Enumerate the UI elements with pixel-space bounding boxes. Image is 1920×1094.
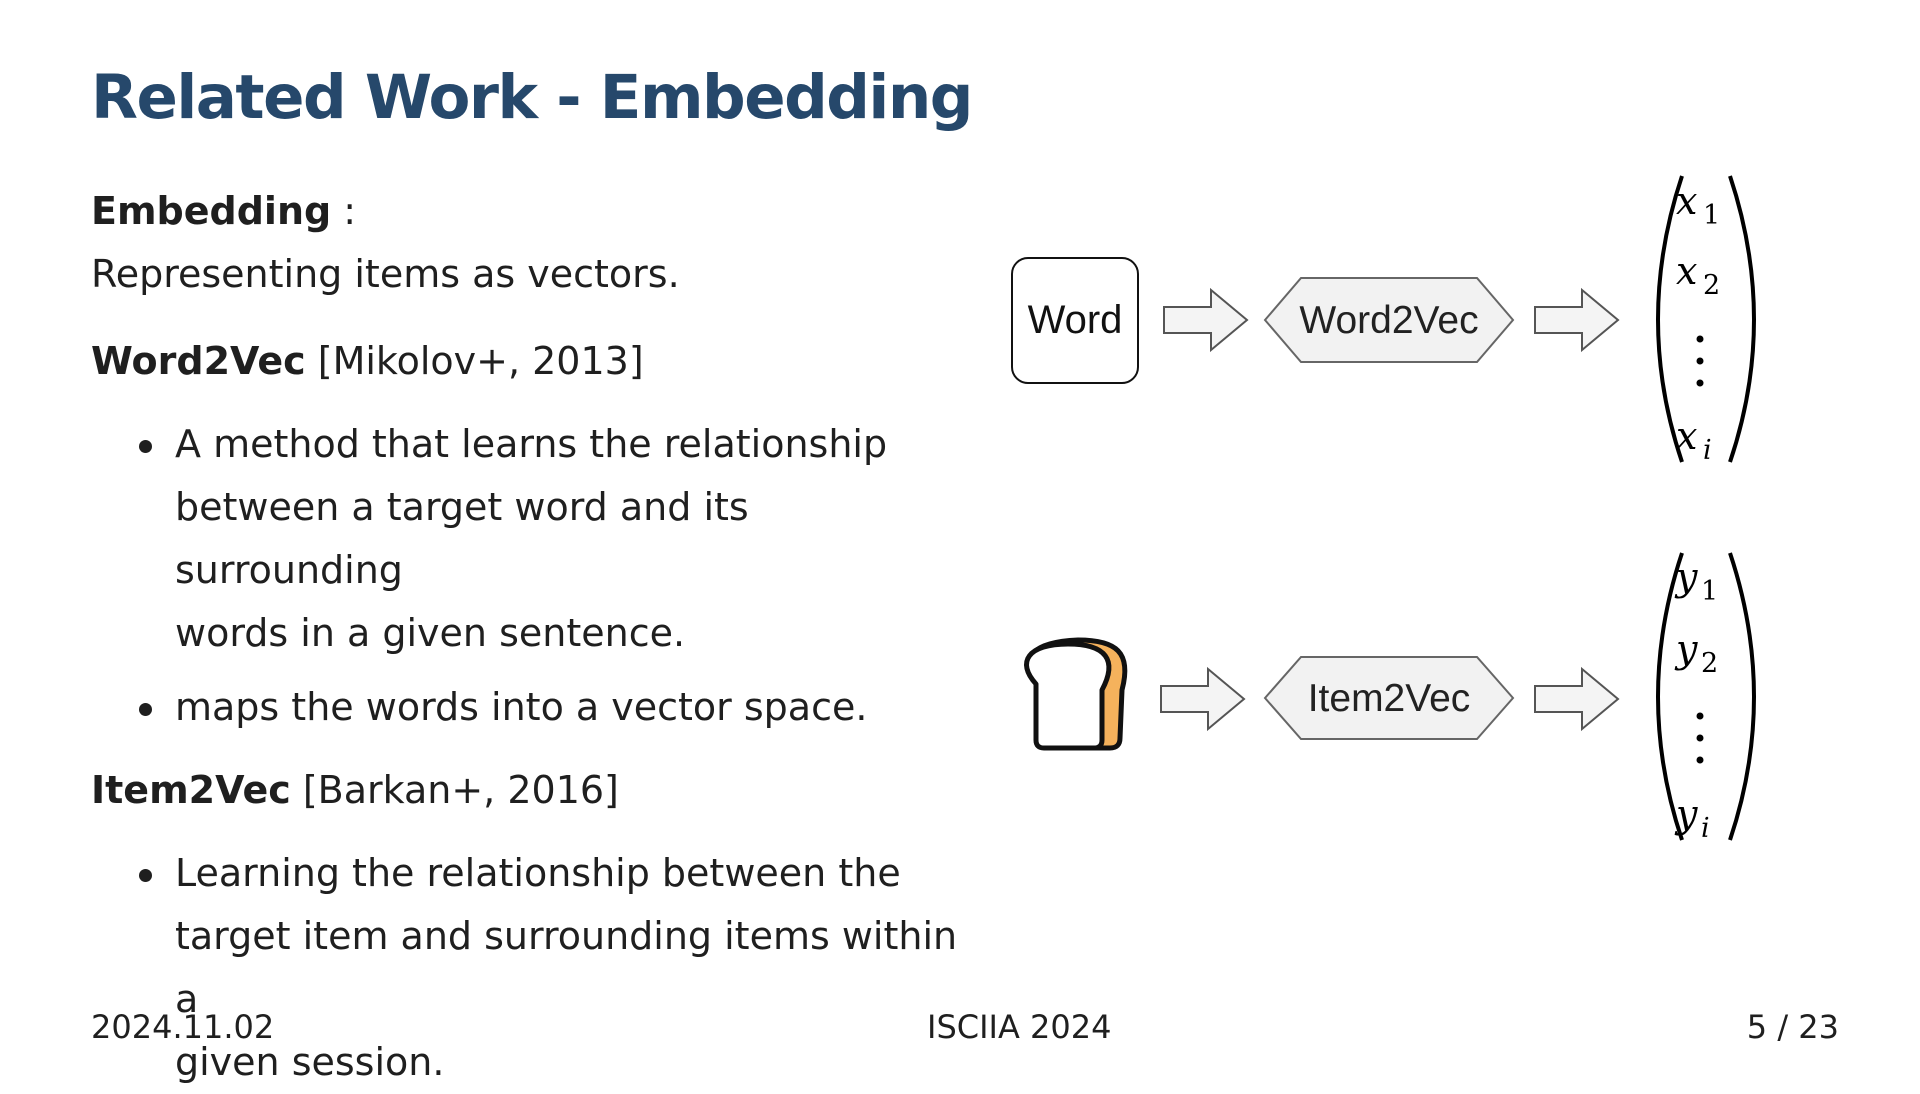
right-arrow-icon: [1163, 287, 1249, 353]
footer-date: 2024.11.02: [91, 1008, 275, 1046]
vector-var: y: [1674, 792, 1698, 836]
right-paren: [1728, 175, 1756, 463]
word2vec-model-label: Word2Vec: [1299, 299, 1478, 342]
vector-sub: i: [1703, 435, 1712, 466]
embedding-term: Embedding: [91, 189, 332, 233]
vector-var: y: [1674, 555, 1698, 599]
vdots: [1696, 712, 1704, 720]
vector-sub: i: [1701, 813, 1710, 844]
bullet-line: Learning the relationship between the: [175, 851, 901, 895]
vdots: [1696, 756, 1704, 764]
vector-sub: 2: [1703, 270, 1720, 301]
word-label: Word: [1028, 298, 1123, 342]
x-vector: x 1 x 2 x i: [1656, 175, 1756, 466]
right-arrow-icon: [1160, 666, 1246, 732]
embedding-colon: :: [331, 189, 357, 233]
right-arrow-icon: [1534, 666, 1620, 732]
embedding-heading: Embedding :: [91, 180, 971, 243]
vdots: [1696, 379, 1704, 387]
word2vec-bullet-list: A method that learns the relationship be…: [91, 413, 971, 739]
word2vec-bullet: A method that learns the relationship be…: [91, 413, 971, 665]
bread-icon: [1024, 637, 1128, 751]
bullet-line: words in a given sentence.: [175, 611, 686, 655]
item2vec-model-label: Item2Vec: [1308, 677, 1471, 720]
right-paren: [1728, 552, 1756, 841]
word2vec-citation: [Mikolov+, 2013]: [305, 339, 644, 383]
word2vec-heading: Word2Vec [Mikolov+, 2013]: [91, 330, 971, 393]
word-box: [1011, 257, 1139, 384]
item2vec-name: Item2Vec: [91, 768, 291, 812]
bullet-line: given session.: [175, 1040, 445, 1084]
vdots: [1696, 335, 1704, 343]
word2vec-name: Word2Vec: [91, 339, 306, 383]
vector-var: x: [1676, 414, 1697, 458]
item2vec-model-shape: [1263, 656, 1515, 740]
vdots: [1696, 734, 1704, 742]
footer-venue: ISCIIA 2024: [927, 1008, 1112, 1046]
vector-var: y: [1674, 627, 1698, 671]
slide-title: Related Work - Embedding: [91, 62, 973, 133]
item2vec-citation: [Barkan+, 2016]: [290, 768, 619, 812]
item2vec-bullet: Learning the relationship between the ta…: [91, 842, 971, 1094]
slide-body: Embedding : Representing items as vector…: [91, 180, 971, 1094]
vdots: [1696, 357, 1704, 365]
word2vec-bullet: maps the words into a vector space.: [91, 676, 971, 739]
bullet-line: A method that learns the relationship: [175, 422, 888, 466]
item2vec-heading: Item2Vec [Barkan+, 2016]: [91, 759, 971, 822]
footer-page-number: 5 / 23: [1746, 1008, 1839, 1046]
left-paren: [1656, 175, 1684, 463]
vector-sub: 1: [1703, 200, 1720, 231]
bullet-line: target item and surrounding items within…: [175, 914, 958, 1021]
left-paren: [1656, 552, 1684, 841]
right-arrow-icon: [1534, 287, 1620, 353]
vector-sub: 2: [1701, 648, 1718, 679]
y-vector: y 1 y 2 y i: [1656, 552, 1756, 844]
vector-sub: 1: [1701, 576, 1718, 607]
bullet-line: between a target word and its surroundin…: [175, 485, 749, 592]
word2vec-model-shape: [1263, 277, 1515, 363]
item2vec-bullet-list: Learning the relationship between the ta…: [91, 842, 971, 1094]
vector-var: x: [1676, 179, 1697, 223]
embedding-definition: Representing items as vectors.: [91, 252, 680, 296]
vector-var: x: [1676, 249, 1697, 293]
